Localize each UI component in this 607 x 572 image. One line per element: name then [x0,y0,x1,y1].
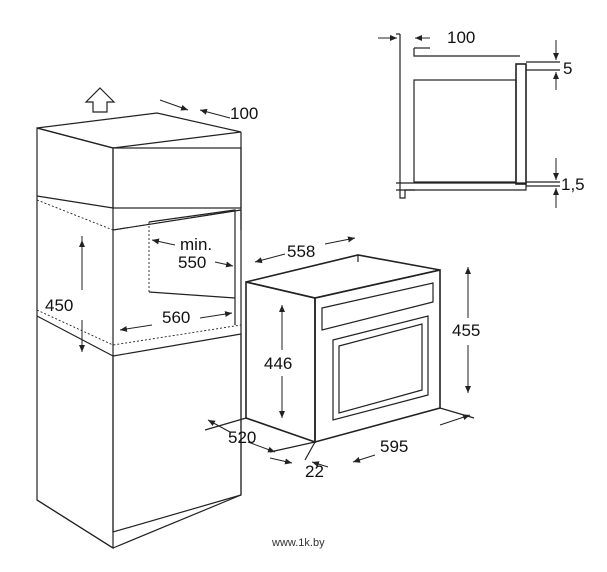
oven-body-height-446: 446 [264,354,292,373]
oven-depth-520: 520 [228,428,256,447]
detail-bottom-1-5: 1,5 [561,175,585,194]
oven-unit: 558 455 446 520 595 22 [204,236,480,481]
detail-top-5: 5 [563,59,572,78]
installation-detail: 100 5 1,5 [378,28,585,208]
niche-depth-min-label: min. [180,235,212,254]
tall-cabinet: 100 450 min. 550 560 [36,87,258,550]
oven-front-22: 22 [305,462,324,481]
niche-width-560: 560 [162,308,190,327]
oven-width-595: 595 [380,437,408,456]
cabinet-depth-100: 100 [230,104,258,123]
niche-depth-550: 550 [178,253,206,272]
niche-height-450: 450 [45,296,73,315]
watermark-text: www.1k.by [271,537,325,549]
oven-depth-558: 558 [287,242,315,261]
detail-gap-100: 100 [447,28,475,47]
oven-height-455: 455 [452,321,480,340]
